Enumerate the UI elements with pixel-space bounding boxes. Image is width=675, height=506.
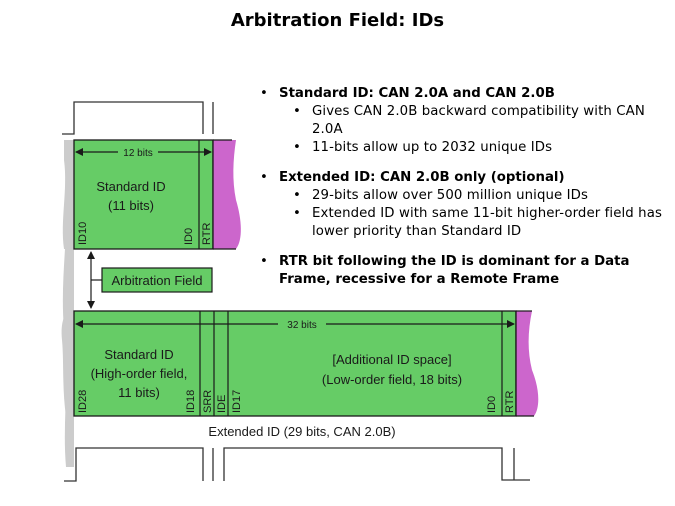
extended-waveform [64,447,530,482]
bit-ide: IDE [216,395,228,413]
sub-bullet: 29-bits allow over 500 million unique ID… [260,187,670,205]
bit-rtr: RTR [201,223,213,245]
std-width-label: 12 bits [123,148,152,159]
bit-rtr-ext: RTR [504,391,516,413]
std-id-label: Standard ID [96,179,165,194]
arbitration-field-label: Arbitration Field [111,273,202,288]
bit-id17: ID17 [231,390,243,413]
ext-additional-label: [Additional ID space] [332,352,451,367]
standard-frame: 12 bits Standard ID (11 bits) ID10 ID0 R… [62,139,241,467]
ext-std-high-order: (High-order field, [91,366,188,381]
bit-id0-ext: ID0 [486,396,498,413]
ext-std-bits: 11 bits) [118,385,160,400]
ext-std-label: Standard ID [104,347,173,362]
next-field-magenta [213,140,241,249]
std-id-bits: (11 bits) [108,198,154,213]
sub-bullet: Extended ID with same 11-bit higher-orde… [260,205,670,241]
ext-low-order-label: (Low-order field, 18 bits) [322,372,462,387]
arbitration-field-indicator: Arbitration Field [87,251,213,309]
bullet-standard-id: Standard ID: CAN 2.0A and CAN 2.0B [260,85,670,103]
bullet-list: Standard ID: CAN 2.0A and CAN 2.0B Gives… [260,85,670,289]
bullet-rtr: RTR bit following the ID is dominant for… [260,253,670,289]
bit-id0: ID0 [183,228,195,245]
sub-bullet: 11-bits allow up to 2032 unique IDs [260,139,670,157]
extended-frame: 32 bits Standard ID (High-order field, 1… [61,310,539,439]
ext-width-label: 32 bits [287,320,316,331]
bit-id28: ID28 [77,390,89,413]
bit-id18: ID18 [185,390,197,413]
extended-caption: Extended ID (29 bits, CAN 2.0B) [208,424,395,439]
sub-bullet: Gives CAN 2.0B backward compatibility wi… [260,103,670,139]
bit-srr: SRR [202,390,214,413]
slide-title: Arbitration Field: IDs [230,10,445,31]
bit-id10: ID10 [77,222,89,245]
standard-waveform [62,101,214,135]
bullet-extended-id: Extended ID: CAN 2.0B only (optional) [260,169,670,187]
